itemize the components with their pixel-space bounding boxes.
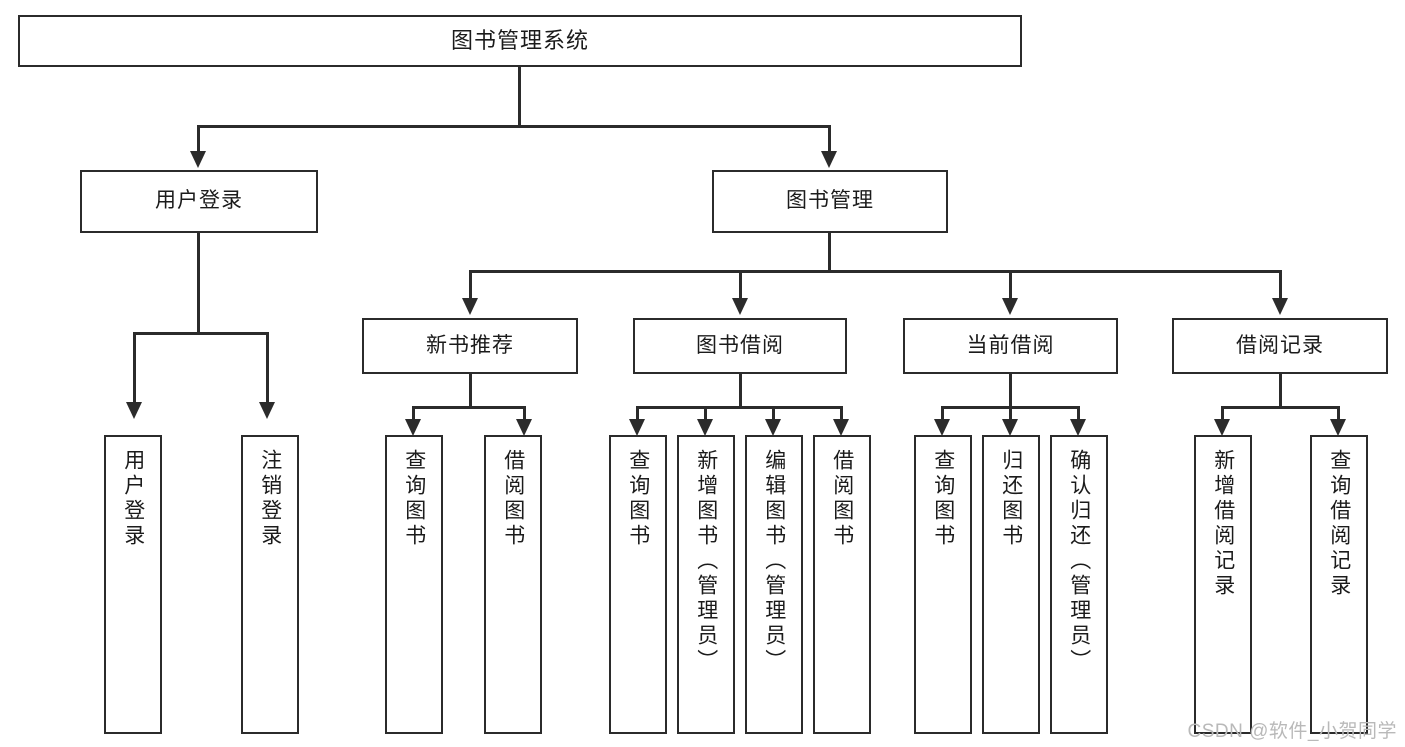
node-book-manage[interactable]: 图书管理: [712, 170, 948, 233]
node-borrow-record[interactable]: 借阅记录: [1172, 318, 1388, 374]
arrow-root-to-user-login: [190, 151, 206, 168]
node-leaf-confirm-return-label: 确认归还（管理员）: [1067, 449, 1091, 674]
arrow-current-borrow-to-leaf-2: [1002, 419, 1018, 436]
node-leaf-borrow-book-2[interactable]: 借阅图书: [813, 435, 871, 734]
node-leaf-borrow-book-1[interactable]: 借阅图书: [484, 435, 542, 734]
edge-root-to-book-manage: [828, 125, 831, 153]
arrow-new-book-to-leaf-1: [405, 419, 421, 436]
node-borrow-record-label: 借阅记录: [1236, 333, 1324, 357]
node-leaf-add-book[interactable]: 新增图书（管理员）: [677, 435, 735, 734]
edge-book-borrow-stem: [739, 374, 742, 409]
edge-book-borrow-to-leaf-2: [704, 406, 707, 422]
arrow-borrow-record-to-leaf-2: [1330, 419, 1346, 436]
arrow-book-manage-to-borrow: [732, 298, 748, 315]
edge-new-book-to-leaf-2: [523, 406, 526, 422]
edge-current-borrow-to-leaf-3: [1077, 406, 1080, 422]
arrow-book-manage-to-new-book: [462, 298, 478, 315]
edge-book-manage-to-current: [1009, 270, 1012, 300]
node-leaf-query-record-label: 查询借阅记录: [1327, 449, 1351, 599]
edge-new-book-bar: [412, 406, 526, 409]
edge-user-login-bar: [133, 332, 266, 335]
node-book-borrow[interactable]: 图书借阅: [633, 318, 847, 374]
arrow-new-book-to-leaf-2: [516, 419, 532, 436]
edge-book-borrow-to-leaf-1: [636, 406, 639, 422]
node-book-borrow-label: 图书借阅: [696, 333, 784, 357]
edge-book-manage-to-record: [1279, 270, 1282, 300]
node-leaf-query-book-3-label: 查询图书: [931, 449, 955, 549]
node-leaf-query-book-3[interactable]: 查询图书: [914, 435, 972, 734]
node-leaf-logout[interactable]: 注销登录: [241, 435, 299, 734]
node-leaf-edit-book[interactable]: 编辑图书（管理员）: [745, 435, 803, 734]
node-leaf-confirm-return[interactable]: 确认归还（管理员）: [1050, 435, 1108, 734]
edge-user-login-to-leaf-1: [133, 332, 136, 404]
arrow-book-borrow-to-leaf-1: [629, 419, 645, 436]
edge-book-manage-bar: [469, 270, 1279, 273]
edge-borrow-record-stem: [1279, 374, 1282, 409]
edge-current-borrow-stem: [1009, 374, 1012, 409]
edge-user-login-to-leaf-2: [266, 332, 269, 404]
arrow-root-to-book-manage: [821, 151, 837, 168]
node-leaf-query-record[interactable]: 查询借阅记录: [1310, 435, 1368, 734]
arrow-book-borrow-to-leaf-2: [697, 419, 713, 436]
edge-book-borrow-bar: [636, 406, 843, 409]
edge-user-login-stem: [197, 233, 200, 334]
node-leaf-user-login[interactable]: 用户登录: [104, 435, 162, 734]
edge-borrow-record-bar: [1221, 406, 1337, 409]
node-leaf-borrow-book-2-label: 借阅图书: [830, 449, 854, 549]
edge-borrow-record-to-leaf-1: [1221, 406, 1224, 422]
arrow-current-borrow-to-leaf-1: [934, 419, 950, 436]
edge-borrow-record-to-leaf-2: [1337, 406, 1340, 422]
edge-root-bar: [197, 125, 831, 128]
node-root[interactable]: 图书管理系统: [18, 15, 1022, 67]
edge-book-manage-stem: [828, 233, 831, 273]
edge-current-borrow-to-leaf-1: [941, 406, 944, 422]
edge-new-book-to-leaf-1: [412, 406, 415, 422]
node-user-login-label: 用户登录: [155, 189, 243, 213]
node-root-label: 图书管理系统: [450, 28, 589, 54]
node-current-borrow-label: 当前借阅: [966, 333, 1055, 357]
node-leaf-query-book-1-label: 查询图书: [402, 449, 426, 549]
arrow-user-login-to-leaf-2: [259, 402, 275, 419]
node-leaf-query-book-2-label: 查询图书: [626, 449, 650, 549]
edge-root-stem: [518, 67, 521, 127]
node-leaf-return-book-label: 归还图书: [999, 449, 1023, 549]
node-book-manage-label: 图书管理: [786, 189, 874, 213]
arrow-book-manage-to-current: [1002, 298, 1018, 315]
arrow-user-login-to-leaf-1: [126, 402, 142, 419]
edge-book-borrow-to-leaf-3: [772, 406, 775, 422]
node-current-borrow[interactable]: 当前借阅: [903, 318, 1118, 374]
node-leaf-edit-book-label: 编辑图书（管理员）: [762, 449, 786, 674]
node-new-book-recommend-label: 新书推荐: [426, 333, 514, 357]
edge-book-manage-to-new-book: [469, 270, 472, 300]
node-leaf-logout-label: 注销登录: [258, 449, 282, 549]
node-user-login[interactable]: 用户登录: [80, 170, 318, 233]
watermark: CSDN @软件_小贺同学: [1187, 721, 1397, 742]
edge-book-borrow-to-leaf-4: [840, 406, 843, 422]
node-leaf-query-book-2[interactable]: 查询图书: [609, 435, 667, 734]
node-new-book-recommend[interactable]: 新书推荐: [362, 318, 578, 374]
node-leaf-add-record-label: 新增借阅记录: [1211, 449, 1235, 599]
edge-new-book-stem: [469, 374, 472, 409]
arrow-book-manage-to-record: [1272, 298, 1288, 315]
node-leaf-return-book[interactable]: 归还图书: [982, 435, 1040, 734]
arrow-current-borrow-to-leaf-3: [1070, 419, 1086, 436]
node-leaf-borrow-book-1-label: 借阅图书: [501, 449, 525, 549]
node-leaf-add-book-label: 新增图书（管理员）: [694, 449, 718, 674]
node-leaf-add-record[interactable]: 新增借阅记录: [1194, 435, 1252, 734]
edge-root-to-user-login: [197, 125, 200, 153]
arrow-book-borrow-to-leaf-4: [833, 419, 849, 436]
edge-book-manage-to-borrow: [739, 270, 742, 300]
arrow-book-borrow-to-leaf-3: [765, 419, 781, 436]
arrow-borrow-record-to-leaf-1: [1214, 419, 1230, 436]
node-leaf-user-login-label: 用户登录: [121, 449, 145, 549]
node-leaf-query-book-1[interactable]: 查询图书: [385, 435, 443, 734]
edge-current-borrow-to-leaf-2: [1009, 406, 1012, 422]
